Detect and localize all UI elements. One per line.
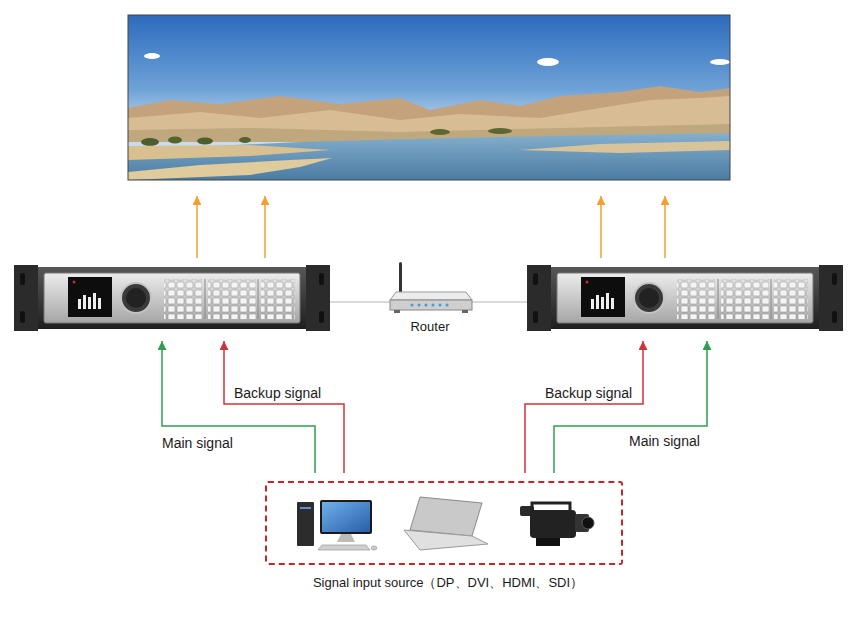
pc-monitor-stand	[337, 534, 355, 542]
output-arrow	[264, 196, 266, 258]
camera-grip	[536, 538, 560, 546]
tree	[239, 137, 251, 143]
router-led	[418, 304, 421, 307]
led-screen-frame	[128, 15, 730, 180]
pc-monitor-screen	[322, 502, 370, 532]
node-label: Router	[345, 319, 515, 334]
laptop-base	[404, 530, 488, 550]
tree	[197, 138, 213, 145]
router-led	[425, 304, 428, 307]
video-processor	[527, 265, 843, 331]
router-led	[446, 304, 449, 307]
cloud	[537, 58, 559, 66]
pc-tower	[297, 502, 314, 546]
router-antenna	[399, 262, 402, 296]
sand-bank	[128, 145, 330, 160]
sand-bank	[128, 158, 332, 180]
tree	[168, 137, 182, 144]
backup-signal-wire	[224, 341, 344, 473]
router-led	[439, 304, 442, 307]
network-cable	[330, 301, 390, 302]
node-label: Signal input source（DP、DVI、HDMI、SDI）	[189, 575, 707, 590]
main-signal-wire	[554, 341, 707, 473]
sky	[128, 15, 730, 180]
pc-tower-light	[300, 507, 311, 509]
tree	[430, 129, 450, 135]
laptop-lid	[410, 497, 482, 536]
router-top	[390, 292, 472, 300]
signal-label: Main signal	[629, 434, 700, 449]
cloud	[710, 59, 730, 65]
network-cable	[472, 301, 527, 302]
camera-lens-front	[582, 517, 594, 529]
router-front	[390, 300, 472, 310]
pc-monitor	[320, 500, 372, 534]
camera-body	[530, 510, 576, 538]
river	[128, 133, 730, 180]
tree	[488, 128, 512, 134]
pc-keyboard	[318, 545, 370, 550]
router-foot	[462, 310, 468, 313]
cloud	[144, 53, 160, 59]
signal-label: Backup signal	[234, 386, 321, 401]
router-foot	[394, 310, 400, 313]
router-led	[432, 304, 435, 307]
output-arrow	[196, 196, 198, 258]
pc-mouse	[371, 546, 377, 550]
tree	[141, 138, 159, 146]
output-arrow	[664, 196, 666, 258]
main-signal-wire	[162, 341, 315, 473]
router-node: Router	[385, 256, 475, 338]
led-screen-image	[128, 15, 730, 180]
camera-handle	[532, 503, 570, 511]
output-arrow	[600, 196, 602, 258]
router-led	[411, 304, 414, 307]
backup-signal-wire	[525, 341, 643, 473]
source-group-box: Signal input source（DP、DVI、HDMI、SDI）	[265, 481, 623, 565]
video-processor	[14, 265, 330, 331]
sand-bank	[520, 141, 730, 153]
signal-label: Main signal	[162, 436, 233, 451]
signal-label: Backup signal	[545, 386, 632, 401]
